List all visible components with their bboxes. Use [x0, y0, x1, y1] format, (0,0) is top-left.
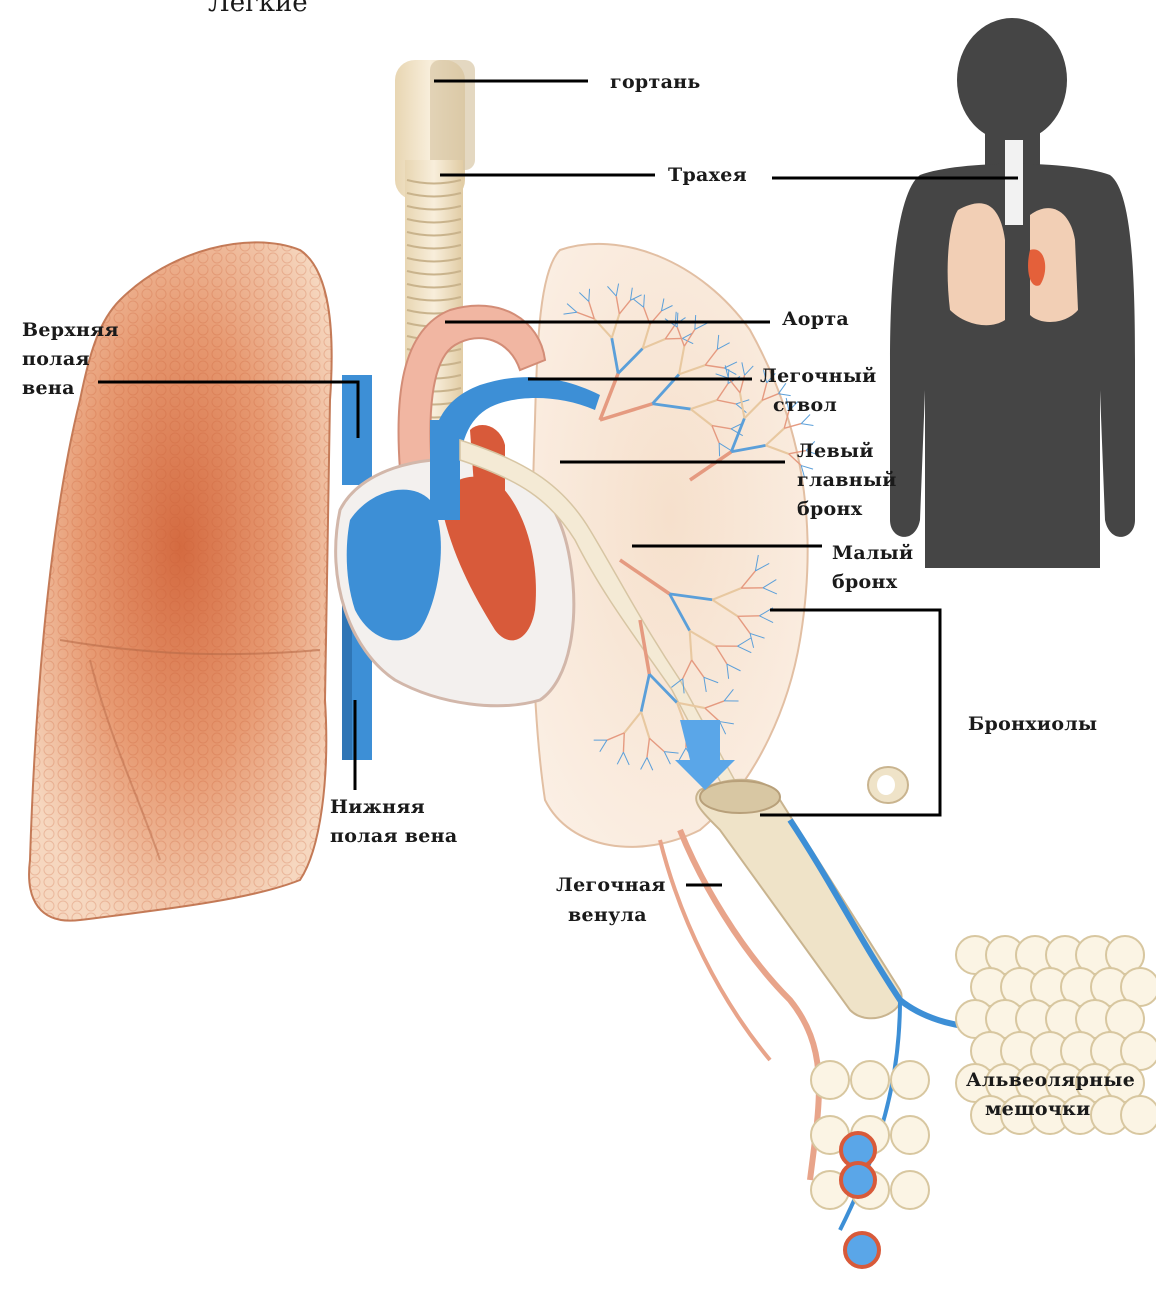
human-silhouette — [890, 18, 1135, 568]
alveolus — [1121, 1096, 1156, 1134]
label-aorta: Аорта — [782, 307, 849, 331]
label-line: Альвеолярные — [966, 1068, 1135, 1092]
capillary-blood-cell — [845, 1233, 879, 1267]
right-lung — [29, 242, 332, 920]
label-line: венула — [568, 903, 647, 927]
alveolus — [851, 1061, 889, 1099]
alveolus — [891, 1061, 929, 1099]
label-bronchioles: Бронхиолы — [968, 712, 1097, 736]
label-line: Левый — [797, 439, 874, 463]
label-line: полая — [22, 347, 90, 371]
capillary-blood-cell — [841, 1163, 875, 1197]
label-line: Верхняя — [22, 318, 119, 342]
alveolus — [891, 1171, 929, 1209]
branch — [801, 424, 813, 426]
label-line: ствол — [773, 393, 837, 417]
label-line: вена — [22, 376, 75, 400]
label-line: Легочный — [760, 364, 877, 388]
alveolus — [891, 1116, 929, 1154]
label-line: бронх — [797, 497, 862, 521]
label-line: бронх — [832, 570, 897, 594]
label-line: Легочная — [556, 873, 666, 897]
branch — [623, 733, 624, 752]
label-line: мешочки — [985, 1097, 1091, 1121]
alveolus — [811, 1061, 849, 1099]
branch — [677, 313, 678, 327]
label-line: Нижняя — [330, 795, 425, 819]
label-line: Малый — [832, 541, 913, 565]
label-line: главный — [797, 468, 897, 492]
label-trachea: Трахея — [668, 163, 747, 187]
label-larynx: гортань — [610, 70, 701, 94]
diagram-title: Легкие — [208, 0, 308, 18]
label-line: полая вена — [330, 824, 457, 848]
